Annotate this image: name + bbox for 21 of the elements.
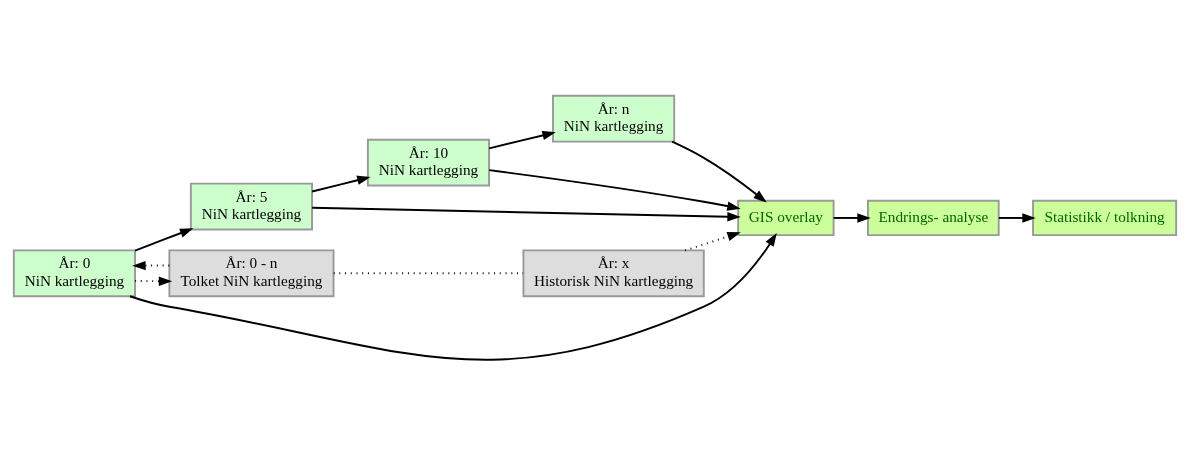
node-box: Statistikk / tolkning — [1032, 199, 1178, 237]
node-box: År: 5 NiN kartlegging — [189, 182, 313, 231]
node-box: År: 0 NiN kartlegging — [12, 249, 136, 298]
arrow — [488, 169, 741, 211]
node-box: År: n NiN kartlegging — [552, 94, 676, 143]
arrow — [997, 213, 1036, 223]
node-box: År: 0 - n Tolket NiN kartlegging — [168, 249, 335, 298]
node-box: År: 10 NiN kartlegging — [366, 138, 491, 187]
node-box: GIS overlay — [737, 199, 835, 237]
node-box: Endrings- analyse — [867, 199, 1000, 237]
arrow — [129, 232, 777, 361]
arrow — [132, 260, 171, 271]
arrow — [684, 232, 741, 252]
arrow — [311, 175, 371, 193]
arrow — [832, 213, 871, 223]
arrow — [671, 140, 767, 203]
arrow — [488, 130, 556, 150]
node-box: År: x Historisk NiN kartlegging — [522, 249, 705, 298]
arrow — [134, 276, 173, 286]
arrow — [311, 206, 741, 222]
arrow — [134, 228, 194, 252]
